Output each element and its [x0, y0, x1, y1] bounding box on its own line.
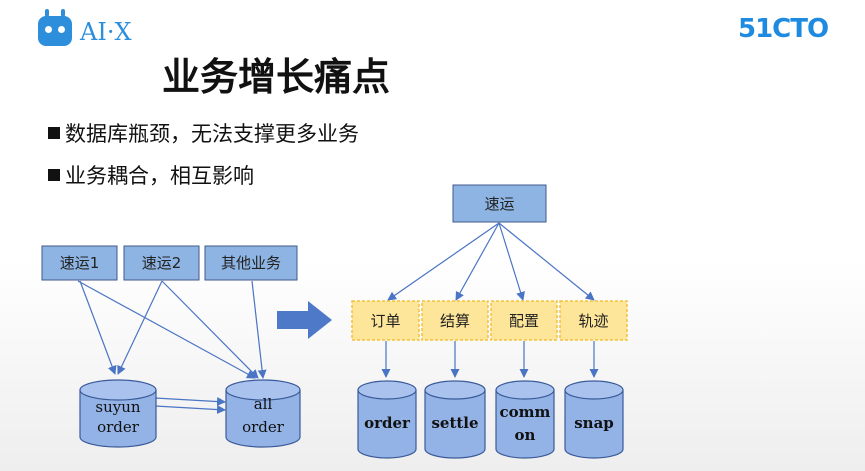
database-label: snap — [574, 414, 614, 432]
database-common: comm on — [495, 380, 555, 459]
module-box-track: 轨迹 — [559, 300, 628, 341]
arrow — [154, 397, 226, 407]
database-all-order: all order — [225, 379, 301, 448]
database-label: all — [254, 395, 273, 413]
arrow — [154, 405, 226, 415]
module-box-label: 结算 — [440, 312, 470, 330]
arrow — [455, 222, 500, 301]
arrow — [251, 280, 267, 379]
bullet-item: 业务耦合，相互影响 — [48, 160, 254, 190]
service-box-2: 速运2 — [123, 245, 200, 281]
service-box-3: 其他业务 — [204, 245, 298, 281]
module-box-label: 订单 — [370, 312, 400, 330]
left-arrows — [77, 280, 267, 415]
service-box-label: 速运2 — [142, 254, 182, 272]
module-box-label: 配置 — [509, 312, 539, 330]
database-suyun-order: suyun order — [79, 379, 157, 448]
database-label: suyun — [95, 398, 140, 416]
arrow — [77, 280, 256, 379]
arrow — [79, 280, 117, 375]
arrow — [387, 222, 500, 301]
bullet-square-icon — [48, 127, 60, 139]
transition-arrow-icon — [277, 301, 332, 339]
database-snap: snap — [564, 380, 624, 459]
database-label: order — [97, 418, 140, 436]
database-label: order — [242, 418, 285, 436]
arrow — [161, 280, 259, 379]
database-label: comm — [500, 403, 551, 421]
bullet-square-icon — [48, 169, 60, 181]
bullet-item: 数据库瓶颈，无法支撑更多业务 — [48, 118, 359, 148]
database-label: settle — [431, 414, 478, 432]
module-box-order: 订单 — [351, 300, 420, 341]
module-box-settle: 结算 — [421, 300, 489, 341]
51cto-logo: 51CTO — [738, 14, 829, 44]
database-label: on — [515, 426, 536, 444]
bullet-text: 数据库瓶颈，无法支撑更多业务 — [65, 122, 359, 146]
root-box-label: 速运 — [484, 195, 514, 213]
service-box-label: 其他业务 — [221, 254, 281, 272]
database-settle: settle — [424, 380, 486, 459]
service-box-label: 速运1 — [60, 254, 100, 272]
bullet-text: 业务耦合，相互影响 — [65, 164, 254, 188]
page-title: 业务增长痛点 — [162, 55, 391, 99]
right-root-arrows — [387, 222, 595, 301]
service-box-1: 速运1 — [41, 245, 118, 281]
right-module-arrows — [381, 341, 599, 378]
arrow — [498, 222, 525, 301]
module-box-config: 配置 — [490, 300, 558, 341]
root-box-suyun: 速运 — [452, 184, 547, 223]
database-order: order — [357, 380, 417, 459]
aix-logo: AI·X — [38, 9, 168, 50]
arrow — [117, 280, 163, 375]
module-box-label: 轨迹 — [578, 312, 608, 330]
arrow — [498, 222, 595, 301]
aix-logo-text: AI·X — [80, 18, 132, 46]
database-label: order — [364, 414, 411, 432]
robot-icon — [38, 9, 72, 46]
